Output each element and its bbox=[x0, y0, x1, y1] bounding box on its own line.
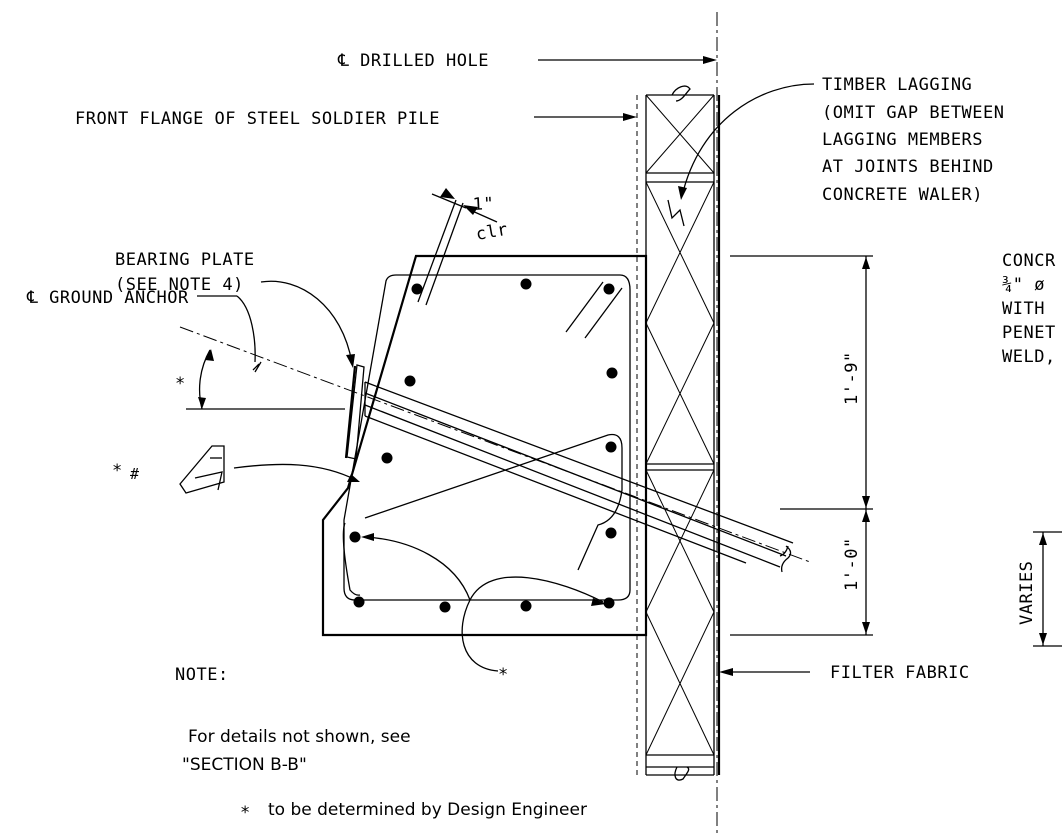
label-concr-2: ¾" ø bbox=[1002, 275, 1045, 295]
note-heading: NOTE: bbox=[175, 665, 229, 685]
label-concr-1: CONCR bbox=[1002, 251, 1056, 271]
leaders bbox=[197, 56, 815, 676]
label-lagging-3: LAGGING MEMBERS bbox=[822, 130, 983, 150]
dim-clear-text: clr bbox=[474, 220, 509, 245]
ground-anchor-centerline bbox=[179, 326, 811, 563]
label-concr-5: WELD, bbox=[1002, 347, 1056, 367]
bar-shape-symbol bbox=[179, 445, 225, 494]
concrete-waler bbox=[321, 254, 648, 637]
waler-outline bbox=[321, 254, 648, 637]
label-concr-3: WITH bbox=[1002, 299, 1045, 319]
label-front-flange: FRONT FLANGE OF STEEL SOLDIER PILE bbox=[75, 109, 440, 129]
label-lagging-2: (OMIT GAP BETWEEN bbox=[822, 103, 1005, 123]
note-line-2: "SECTION B-B" bbox=[182, 755, 307, 775]
bar-star: * bbox=[112, 461, 123, 481]
label-bearing-plate: BEARING PLATE bbox=[115, 250, 255, 270]
rebar-bars bbox=[349, 278, 618, 613]
height-dimensions bbox=[730, 255, 1062, 647]
label-ground-anchor: ℄ GROUND ANCHOR bbox=[26, 288, 189, 308]
dim-clear-inch: 1" bbox=[472, 194, 495, 215]
angle-star: * bbox=[175, 374, 186, 394]
soldier-pile-and-lagging bbox=[636, 12, 721, 835]
bar-hash: # bbox=[130, 465, 139, 483]
stirrup bbox=[343, 274, 631, 601]
label-concr-4: PENET bbox=[1002, 323, 1056, 343]
clear-cover-dim bbox=[417, 188, 498, 306]
stirrup-star: * bbox=[498, 665, 509, 685]
label-filter-fabric: FILTER FABRIC bbox=[830, 663, 970, 683]
dim-1-9: 1'-9" bbox=[842, 351, 862, 405]
label-lagging-5: CONCRETE WALER) bbox=[822, 185, 983, 205]
footnote-text: to be determined by Design Engineer bbox=[268, 800, 587, 820]
ground-anchor bbox=[179, 326, 811, 573]
note-line-1: For details not shown, see bbox=[188, 727, 411, 747]
footnote-star: * bbox=[240, 803, 251, 823]
bearing-plate bbox=[346, 364, 365, 460]
label-lagging-1: TIMBER LAGGING bbox=[822, 75, 972, 95]
label-lagging-4: AT JOINTS BEHIND bbox=[822, 157, 994, 177]
label-varies: VARIES bbox=[1017, 561, 1037, 625]
label-drilled-hole: ℄ DRILLED HOLE bbox=[337, 51, 489, 71]
dim-1-0: 1'-0" bbox=[842, 537, 862, 591]
anchor-angle bbox=[186, 349, 345, 410]
label-see-note-4: (SEE NOTE 4) bbox=[115, 275, 244, 295]
